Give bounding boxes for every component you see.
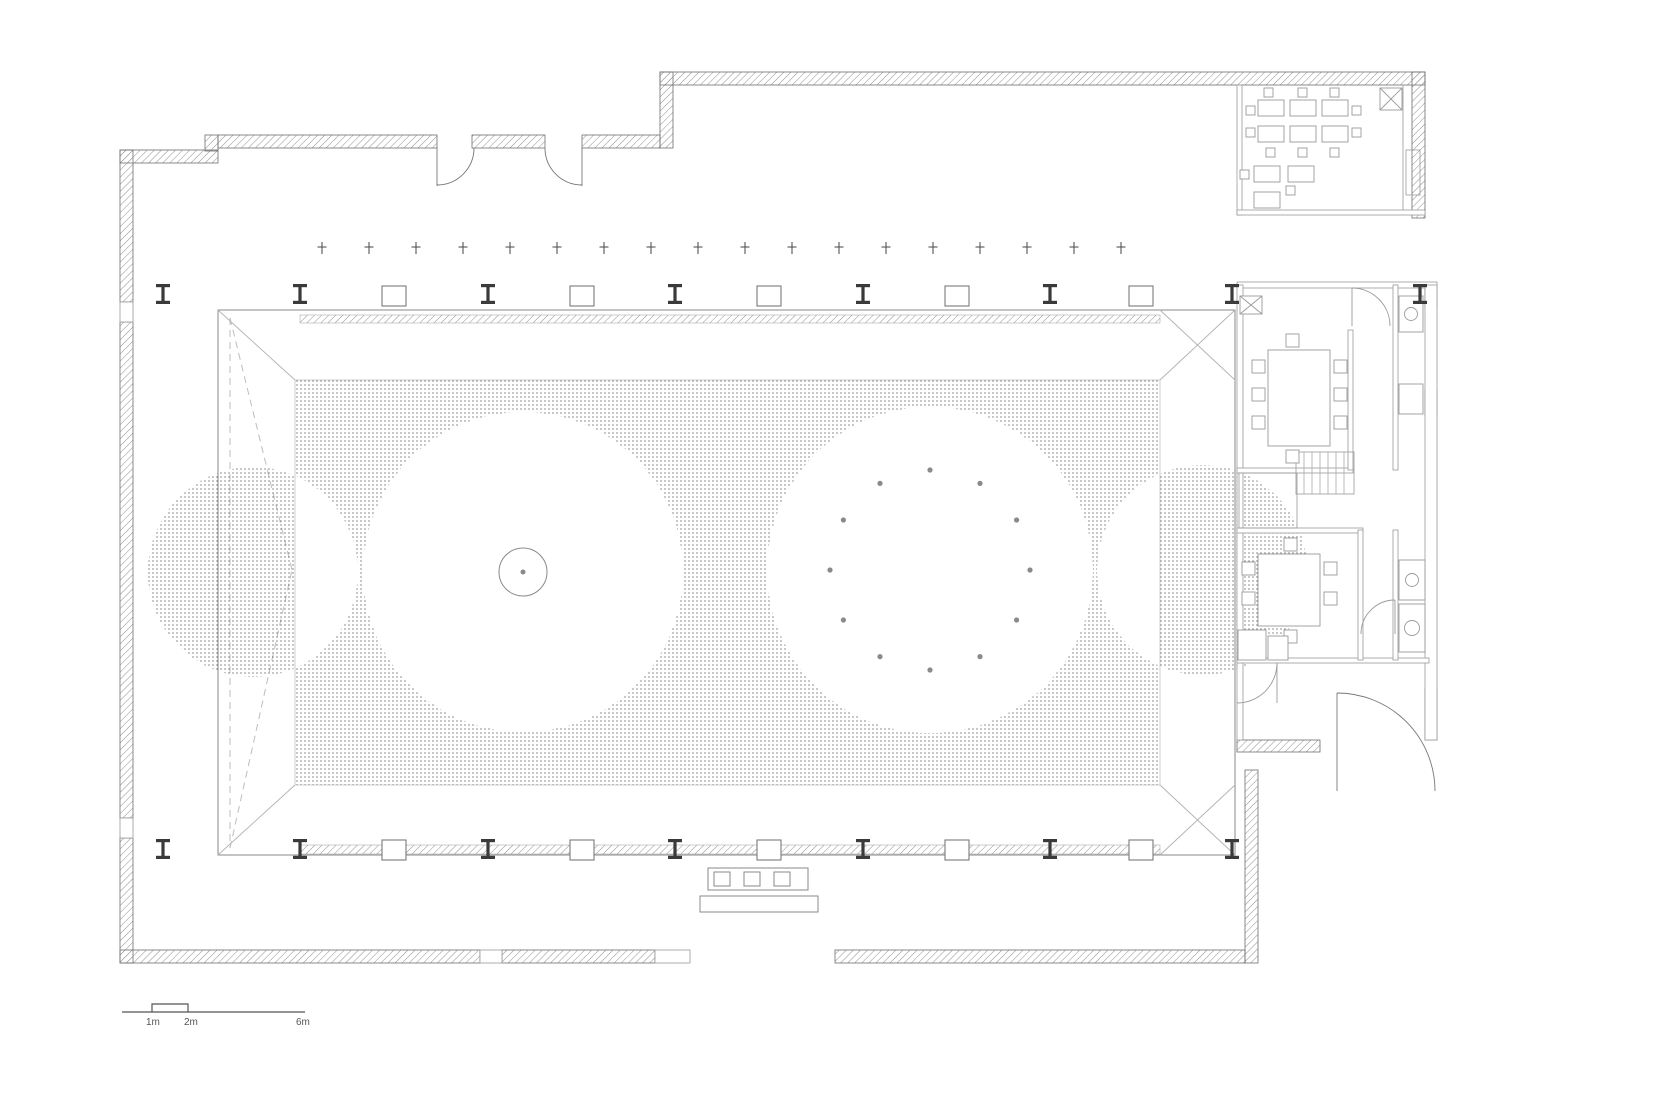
steel-column-icon xyxy=(293,839,307,859)
dimension-tick-row xyxy=(317,242,1126,254)
steel-column-icon xyxy=(156,284,170,304)
right-clearing-dot-ring xyxy=(827,467,1033,673)
steel-column-icon xyxy=(1413,284,1427,304)
steel-column-icon xyxy=(856,839,870,859)
left-clearing-center-circle xyxy=(498,547,548,597)
tick-mark xyxy=(1069,242,1079,254)
lower-room-furniture xyxy=(1237,537,1338,661)
sanitary-fixtures xyxy=(1398,295,1426,653)
tick-mark xyxy=(317,242,327,254)
concrete-column xyxy=(569,839,595,861)
scale-label-1m: 1m xyxy=(146,1017,160,1028)
tick-mark xyxy=(693,242,703,254)
tick-mark xyxy=(411,242,421,254)
table xyxy=(1257,553,1321,627)
concrete-column xyxy=(381,285,407,307)
concrete-column xyxy=(944,839,970,861)
floor-dot xyxy=(827,567,833,573)
top-right-office xyxy=(1236,84,1426,216)
floor-dot xyxy=(840,517,846,523)
floor-dot xyxy=(977,654,983,660)
floor-dot xyxy=(877,480,883,486)
tick-mark xyxy=(740,242,750,254)
floor-dot xyxy=(1027,567,1033,573)
steel-column-icon xyxy=(668,284,682,304)
floor-dot xyxy=(977,480,983,486)
scale-label-6m: 6m xyxy=(296,1017,310,1028)
entrance-doors xyxy=(436,147,1436,792)
door-swing-arc xyxy=(544,147,583,186)
shaft xyxy=(1238,472,1298,529)
tick-mark xyxy=(552,242,562,254)
office-furniture xyxy=(1239,87,1403,209)
concrete-column xyxy=(756,285,782,307)
steel-column-icon xyxy=(668,839,682,859)
tick-mark xyxy=(975,242,985,254)
door-swing-arc xyxy=(436,147,475,186)
steel-column-icon xyxy=(1225,839,1239,859)
upper-room-furniture xyxy=(1239,295,1348,464)
scale-bar: 1m 2m 6m xyxy=(122,1003,310,1028)
door-swing-arc xyxy=(1336,692,1436,792)
tick-mark xyxy=(646,242,656,254)
cabinet xyxy=(1237,629,1267,661)
tick-mark xyxy=(599,242,609,254)
concrete-column xyxy=(1128,839,1154,861)
stippled-courtyard-floor xyxy=(148,380,1307,785)
table xyxy=(1267,349,1331,447)
floor-dot xyxy=(927,467,933,473)
floor-dot xyxy=(927,667,933,673)
steel-column-icon xyxy=(481,839,495,859)
floor-dot xyxy=(1014,517,1020,523)
tick-mark xyxy=(928,242,938,254)
scale-label-2m: 2m xyxy=(184,1017,198,1028)
tick-mark xyxy=(881,242,891,254)
steel-column-icon xyxy=(856,284,870,304)
steel-column-icon xyxy=(293,284,307,304)
steel-column-icon xyxy=(156,839,170,859)
floor-dot xyxy=(1014,617,1020,623)
concrete-column xyxy=(381,839,407,861)
concrete-column xyxy=(944,285,970,307)
tick-mark xyxy=(1022,242,1032,254)
wing-door-arcs xyxy=(1236,287,1396,704)
tick-mark xyxy=(834,242,844,254)
concrete-column xyxy=(756,839,782,861)
cabinet xyxy=(1405,149,1421,196)
concrete-column xyxy=(569,285,595,307)
steel-column-icon xyxy=(1043,284,1057,304)
floor-dot xyxy=(877,654,883,660)
tick-mark xyxy=(787,242,797,254)
right-wing xyxy=(1236,281,1438,741)
floor-dot xyxy=(840,617,846,623)
tick-mark xyxy=(364,242,374,254)
column-grid xyxy=(156,284,1427,861)
tick-mark xyxy=(505,242,515,254)
steel-column-icon xyxy=(481,284,495,304)
staircase xyxy=(1295,451,1355,495)
cabinet xyxy=(1267,635,1289,661)
window-openings xyxy=(119,301,691,964)
tick-mark xyxy=(1116,242,1126,254)
steel-column-icon xyxy=(1225,284,1239,304)
reception-desk xyxy=(699,867,819,913)
office-walls xyxy=(1236,84,1426,216)
steel-column-icon xyxy=(1043,839,1057,859)
wing-walls xyxy=(1236,281,1438,741)
tick-mark xyxy=(458,242,468,254)
concrete-column xyxy=(1128,285,1154,307)
